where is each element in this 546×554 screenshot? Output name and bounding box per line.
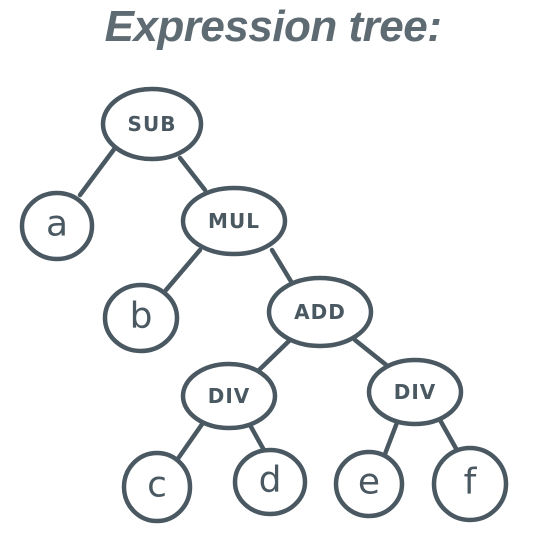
node-c-label: c — [147, 465, 167, 506]
node-mul: MUL — [180, 185, 288, 257]
edge-mul-b — [163, 247, 203, 293]
node-sub: SUB — [100, 86, 204, 162]
edge-add-divleft — [254, 337, 293, 375]
node-sub-label: SUB — [128, 112, 177, 136]
node-div-left: DIV — [180, 361, 278, 431]
node-b-shape — [102, 282, 180, 354]
node-div-right-label: DIV — [394, 380, 437, 404]
node-div-left-label: DIV — [208, 384, 251, 408]
node-b-label: b — [130, 296, 153, 337]
node-c: c — [121, 450, 193, 524]
node-e: e — [333, 449, 405, 519]
edge-divright-f — [437, 417, 461, 455]
edge-divleft-d — [247, 422, 268, 455]
node-a-label: a — [46, 204, 68, 245]
node-a: a — [19, 190, 95, 262]
edge-mul-add — [269, 247, 295, 286]
node-b: b — [102, 282, 180, 354]
node-a-shape — [19, 190, 95, 262]
node-d-label: d — [259, 460, 282, 501]
node-f: f — [431, 445, 509, 523]
node-e-shape — [333, 449, 405, 519]
node-c-shape — [121, 450, 193, 524]
node-add: ADD — [266, 275, 374, 349]
node-div-right-shape — [366, 357, 464, 427]
node-div-left-shape — [180, 361, 278, 431]
diagram-title: Expression tree: — [104, 2, 442, 51]
node-add-label: ADD — [294, 300, 346, 324]
node-mul-label: MUL — [208, 209, 260, 233]
node-d: d — [232, 447, 308, 517]
node-f-shape — [431, 445, 509, 523]
edge-sub-a — [77, 145, 118, 198]
edge-add-divright — [352, 337, 393, 371]
node-d-shape — [232, 447, 308, 517]
node-e-label: e — [358, 462, 380, 503]
node-mul-shape — [180, 185, 288, 257]
tree-edges — [77, 145, 461, 463]
edge-divleft-c — [174, 417, 208, 463]
node-add-shape — [266, 275, 374, 349]
node-f-label: f — [464, 462, 478, 503]
edge-divright-e — [382, 417, 401, 457]
node-sub-shape — [100, 86, 204, 162]
edge-sub-mul — [177, 155, 208, 193]
node-div-right: DIV — [366, 357, 464, 427]
